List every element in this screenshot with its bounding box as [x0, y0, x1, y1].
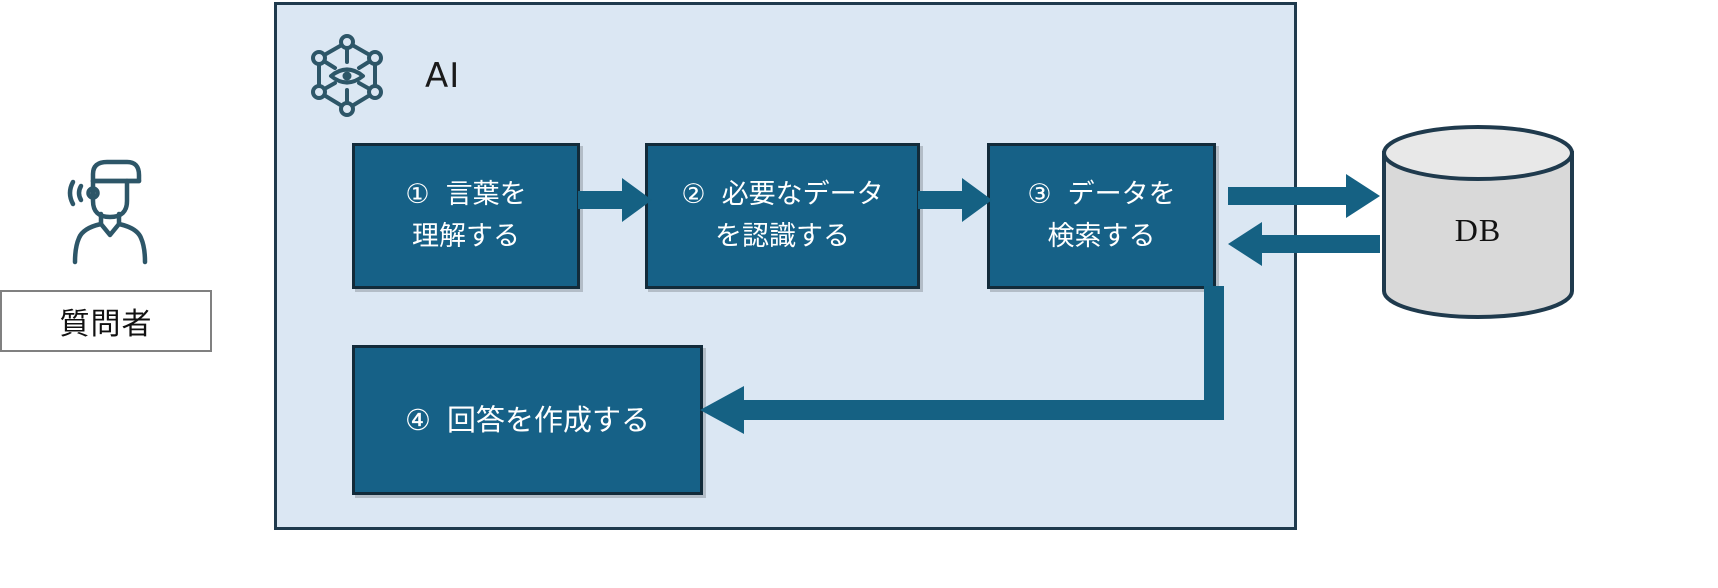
step-3-line-2: 検索する: [1047, 221, 1156, 252]
step-4-number: ④: [404, 402, 431, 437]
step-1-line-1: ① 言葉を: [405, 174, 526, 216]
arrow-step3-to-step4-icon: [700, 286, 1224, 434]
step-1-text-1: 言葉を: [445, 179, 527, 211]
arrow-step2-to-step3-icon: [918, 178, 992, 222]
step-1-line-2: 理解する: [412, 221, 520, 252]
process-box-step-3[interactable]: ③ データを 検索する: [987, 143, 1216, 289]
arrow-step3-to-db-icon: [1228, 174, 1380, 218]
person-speaking-icon: [55, 148, 165, 268]
arrow-db-to-step3-icon: [1228, 222, 1380, 266]
step-2-number: ②: [681, 179, 706, 211]
step-4-text-1: 回答を作成する: [446, 402, 650, 437]
database-label: DB: [1454, 212, 1502, 248]
step-4-line-1: ④ 回答を作成する: [405, 398, 650, 443]
step-2-line-1: ② 必要なデータ: [681, 174, 883, 216]
ai-network-eye-icon: [305, 32, 389, 120]
database-cylinder-icon: [1378, 125, 1578, 320]
questioner-label-box: 質問者: [0, 290, 212, 352]
step-3-line-1: ③ データを: [1027, 174, 1175, 216]
arrow-step1-to-step2-icon: [578, 178, 652, 222]
ai-label: AI: [425, 56, 461, 96]
step-2-text-1: 必要なデータ: [721, 179, 884, 211]
step-3-number: ③: [1027, 179, 1052, 211]
step-2-line-2: を認識する: [715, 221, 850, 252]
process-box-step-1[interactable]: ① 言葉を 理解する: [352, 143, 580, 289]
process-box-step-2[interactable]: ② 必要なデータ を認識する: [645, 143, 920, 289]
step-3-text-1: データを: [1067, 179, 1176, 211]
questioner-label: 質問者: [59, 307, 153, 342]
process-box-step-4[interactable]: ④ 回答を作成する: [352, 345, 703, 495]
step-1-number: ①: [405, 179, 430, 211]
